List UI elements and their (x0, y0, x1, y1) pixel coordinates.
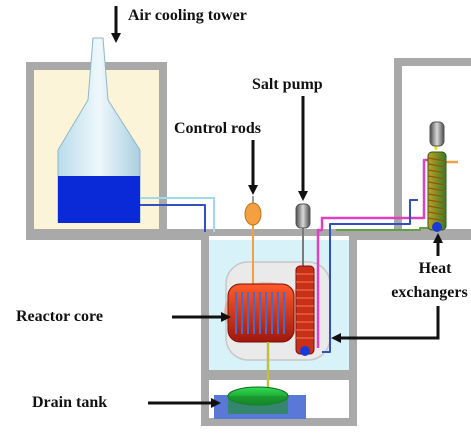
reactor-core (224, 282, 308, 343)
primary-heat-exchanger (295, 265, 315, 356)
label-drain-tank: Drain tank (32, 394, 108, 411)
air-cooling-tower (57, 37, 141, 223)
cooling-tower-salt-tank (58, 176, 140, 223)
label-salt-pump: Salt pump (252, 76, 323, 93)
heat-exchanger-room (394, 58, 471, 238)
label-air-cooling-tower: Air cooling tower (128, 7, 247, 24)
salt-pump (295, 203, 311, 268)
control-rod-drive (244, 196, 262, 290)
label-heat-exchangers-line1: Heat (418, 260, 452, 277)
drain-tank (214, 342, 306, 419)
label-heat-exchangers-line2: exchangers (391, 284, 468, 301)
core-fuel-channels (235, 292, 285, 334)
secondary-heat-exchanger (427, 121, 447, 232)
arrow-heat-exchangers-left (331, 306, 440, 343)
floor-slab (26, 229, 471, 240)
piping (140, 142, 458, 353)
label-reactor-core: Reactor core (16, 308, 103, 325)
callout-arrows (111, 6, 443, 408)
label-control-rods: Control rods (174, 120, 261, 137)
